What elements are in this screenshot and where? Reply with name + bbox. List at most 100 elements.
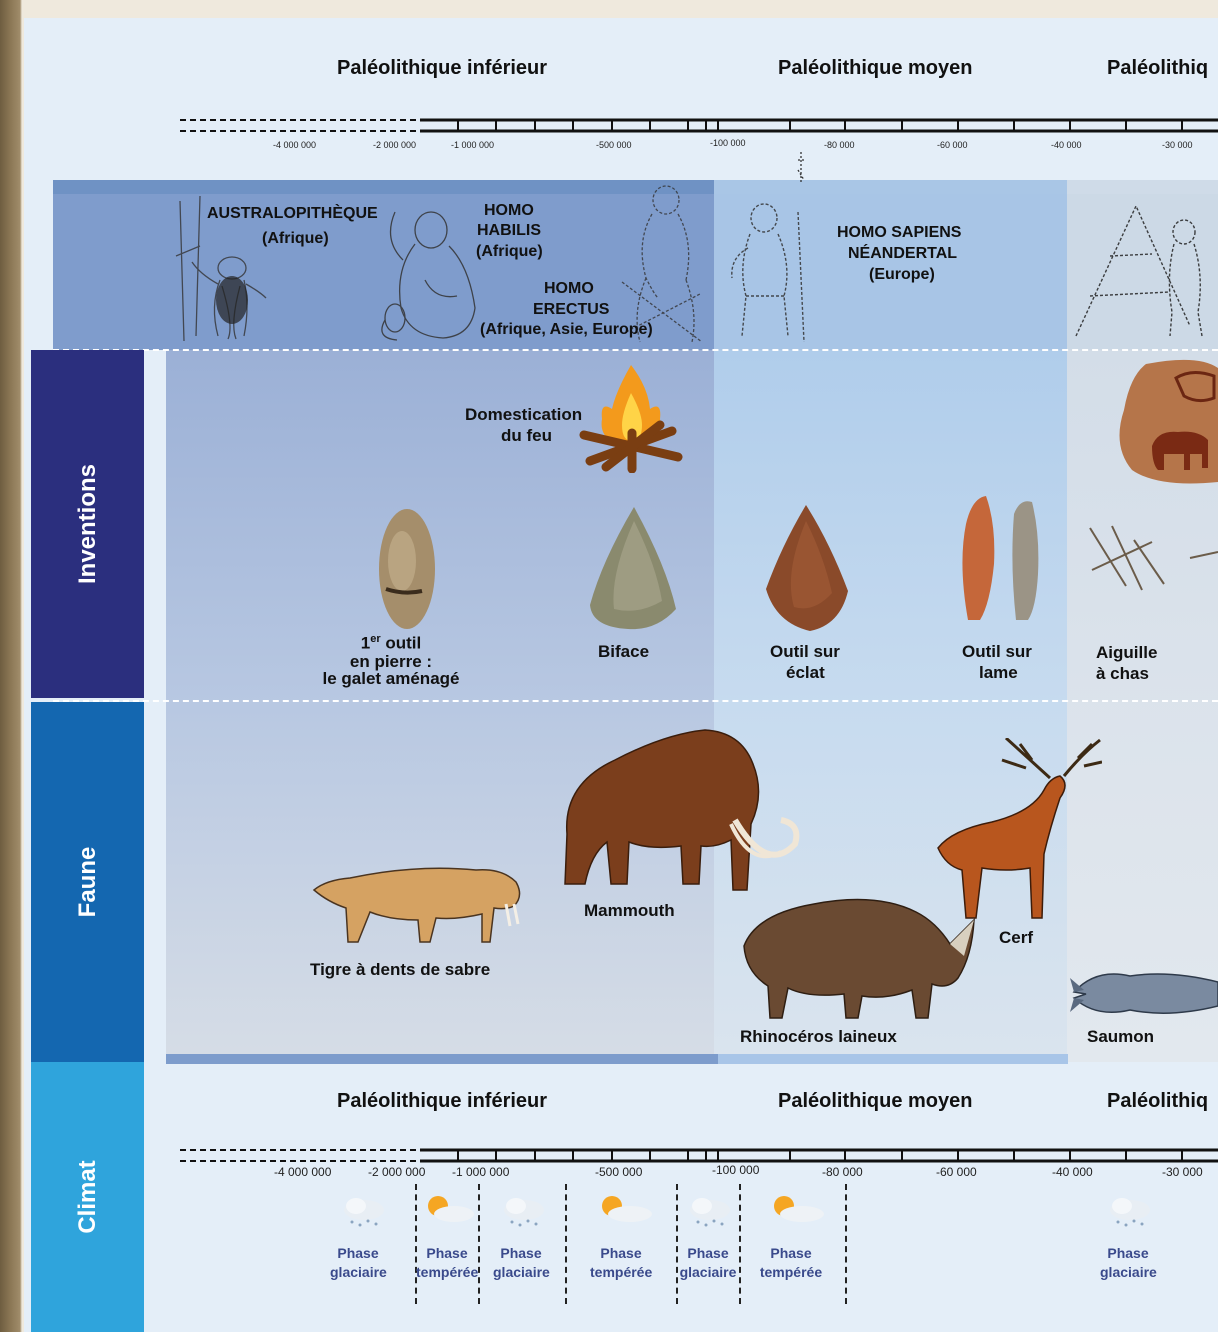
- era-footer-middle: [718, 1054, 1068, 1064]
- fire-label-line2: du feu: [501, 426, 552, 446]
- galet-line2: en pierre :: [311, 653, 471, 671]
- phase-divider: [478, 1184, 480, 1304]
- inventions-sidebar: Inventions: [31, 350, 144, 698]
- neandertal-region: (Europe): [869, 265, 935, 284]
- snow-cloud-icon: [684, 1194, 734, 1230]
- tick-label: -500 000: [595, 1165, 642, 1179]
- habilis-region: (Afrique): [476, 242, 543, 261]
- fire-label-line1: Domestication: [465, 405, 582, 425]
- phase-line2: tempérée: [759, 1263, 823, 1282]
- tick-label: -30 000: [1162, 1165, 1203, 1179]
- phase-line1: Phase: [493, 1244, 549, 1263]
- phase-divider: [676, 1184, 678, 1304]
- galet-label: 1er outil en pierre : le galet aménagé: [311, 634, 471, 688]
- tick-label: -1 000 000: [451, 140, 494, 150]
- needle-image: [1086, 524, 1218, 594]
- phase-line2: glaciaire: [493, 1263, 549, 1282]
- period-upper-title: Paléolithiq: [1107, 57, 1208, 80]
- sapiens-camp-image: [1070, 196, 1218, 346]
- phase-line1: Phase: [679, 1244, 737, 1263]
- phase-line2: tempérée: [590, 1263, 652, 1282]
- eclat-label-line2: éclat: [786, 663, 825, 683]
- phase-divider: [739, 1184, 741, 1304]
- period-middle-title: Paléolithique moyen: [778, 57, 972, 80]
- tick-label: -60 000: [937, 140, 968, 150]
- phase-line1: Phase: [1100, 1244, 1156, 1263]
- habilis-name-line2: HABILIS: [477, 221, 541, 240]
- sun-cloud-icon: [422, 1192, 476, 1224]
- deer-image: [932, 738, 1102, 924]
- period-lower-title-climate: Paléolithique inférieur: [337, 1090, 547, 1113]
- phase-line1: Phase: [330, 1244, 386, 1263]
- phase-line1: Phase: [759, 1244, 823, 1263]
- phase-divider: [565, 1184, 567, 1304]
- tick-label: -4 000 000: [274, 1165, 331, 1179]
- neandertal-image: [718, 196, 816, 344]
- era-footer-lower: [166, 1054, 718, 1064]
- mammoth-image: [555, 724, 800, 894]
- row-separator: [53, 700, 1218, 702]
- faune-label: Faune: [74, 847, 102, 918]
- snow-cloud-icon: [1104, 1194, 1154, 1230]
- tick-label: -500 000: [596, 140, 632, 150]
- faune-sidebar: Faune: [31, 702, 144, 1062]
- salmon-label: Saumon: [1087, 1027, 1154, 1047]
- tick-label: -100 000: [710, 138, 746, 148]
- tick-label: -2 000 000: [373, 140, 416, 150]
- climat-sidebar: Climat: [31, 1062, 144, 1332]
- fire-icon: [576, 357, 686, 473]
- biface-image: [586, 505, 682, 633]
- australopitheque-name: AUSTRALOPITHÈQUE: [207, 204, 378, 223]
- tick-label: -100 000: [712, 1163, 759, 1177]
- cave-art-image: [1118, 358, 1218, 488]
- biface-label: Biface: [598, 642, 649, 662]
- deer-label: Cerf: [999, 928, 1033, 948]
- rhino-label: Rhinocéros laineux: [740, 1027, 897, 1047]
- phase-line2: glaciaire: [330, 1263, 386, 1282]
- tick-label: -40 000: [1051, 140, 1082, 150]
- galet-line1: outil: [381, 634, 422, 653]
- phase-line1: Phase: [590, 1244, 652, 1263]
- era-band-middle: [714, 180, 1067, 194]
- neandertal-name-line1: HOMO SAPIENS: [837, 223, 961, 242]
- galet-line3: le galet aménagé: [311, 670, 471, 688]
- neandertal-name-line2: NÉANDERTAL: [848, 244, 957, 263]
- phase-line2: glaciaire: [1100, 1263, 1156, 1282]
- period-middle-title-climate: Paléolithique moyen: [778, 1090, 972, 1113]
- tiger-label: Tigre à dents de sabre: [310, 960, 490, 980]
- snow-cloud-icon: [338, 1194, 388, 1230]
- phase-divider: [845, 1184, 847, 1304]
- salmon-image: [1070, 964, 1218, 1024]
- era-band-upper: [1067, 180, 1218, 194]
- mammoth-label: Mammouth: [584, 901, 675, 921]
- phase-line1: Phase: [416, 1244, 478, 1263]
- tick-label: -60 000: [936, 1165, 977, 1179]
- period-lower-title: Paléolithique inférieur: [337, 57, 547, 80]
- row-separator: [53, 349, 1218, 351]
- erectus-name-line2: ERECTUS: [533, 300, 609, 319]
- eclat-image: [762, 503, 852, 635]
- phase-line2: tempérée: [416, 1263, 478, 1282]
- eclat-label-line1: Outil sur: [770, 642, 840, 662]
- phase-line2: glaciaire: [679, 1263, 737, 1282]
- inventions-label: Inventions: [74, 464, 102, 584]
- tick-label: -1 000 000: [452, 1165, 509, 1179]
- needle-label-line2: à chas: [1096, 664, 1149, 684]
- erectus-name-line1: HOMO: [544, 279, 594, 298]
- sun-cloud-icon: [596, 1192, 654, 1224]
- tick-label: -4 000 000: [273, 140, 316, 150]
- homo-habilis-image: [365, 200, 485, 348]
- australopitheque-region: (Afrique): [262, 229, 329, 248]
- needle-label-line1: Aiguille: [1096, 643, 1157, 663]
- small-figure-icon: [794, 150, 808, 186]
- period-upper-title-climate: Paléolithiq: [1107, 1090, 1208, 1113]
- erectus-region: (Afrique, Asie, Europe): [480, 320, 653, 339]
- galet-image: [374, 505, 440, 633]
- sun-cloud-icon: [768, 1192, 826, 1224]
